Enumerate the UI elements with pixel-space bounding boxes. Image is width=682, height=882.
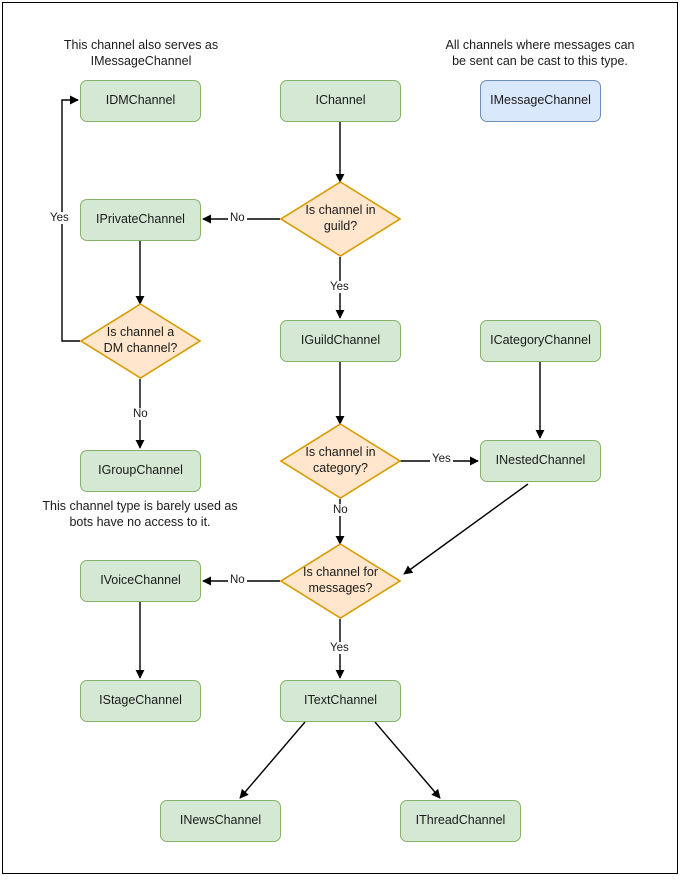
node-iguildchannel[interactable]: IGuildChannel: [280, 320, 401, 362]
decision-label: Is channel a DM channel?: [103, 325, 178, 355]
edge-label-category-yes: Yes: [430, 453, 453, 465]
node-label: IStageChannel: [99, 693, 182, 708]
node-ichannel[interactable]: IChannel: [280, 80, 401, 122]
diamond-shape: [280, 423, 401, 499]
diamond-shape: [80, 303, 201, 379]
node-label: IChannel: [315, 93, 366, 108]
node-label: ICategoryChannel: [490, 333, 591, 348]
note-message-channel: All channels where messages can be sent …: [445, 38, 635, 69]
node-istagechannel[interactable]: IStageChannel: [80, 680, 201, 722]
node-igroupchannel[interactable]: IGroupChannel: [80, 450, 201, 492]
edge-label-guild-no: No: [228, 212, 247, 224]
node-label: INewsChannel: [179, 813, 262, 828]
node-label: IDMChannel: [105, 93, 176, 108]
diamond-shape: [280, 543, 401, 619]
edge-label-dm-yes: Yes: [48, 212, 71, 224]
node-itextchannel[interactable]: ITextChannel: [280, 680, 401, 722]
edge-label-guild-yes: Yes: [328, 281, 351, 293]
decision-is-channel-a-dm-channel[interactable]: Is channel a DM channel?: [80, 303, 201, 379]
node-inestedchannel[interactable]: INestedChannel: [480, 440, 601, 482]
edge-label-messages-yes: Yes: [328, 642, 351, 654]
node-ithreadchannel[interactable]: IThreadChannel: [400, 800, 521, 842]
node-label: IMessageChannel: [490, 93, 591, 108]
edge-label-category-no: No: [331, 504, 350, 516]
node-label: IVoiceChannel: [100, 573, 181, 588]
node-label: IGuildChannel: [300, 333, 381, 348]
edge-itextchannel-to-inewschannel: [239, 721, 306, 799]
decision-label: Is channel for messages?: [302, 565, 379, 595]
edge-label-messages-no: No: [228, 574, 247, 586]
decision-label: Is channel in guild?: [305, 203, 376, 233]
node-imessagechannel[interactable]: IMessageChannel: [480, 80, 601, 122]
node-label: IGroupChannel: [98, 463, 183, 478]
edge-itextchannel-to-ithreadchannel: [374, 721, 441, 799]
node-label: IThreadChannel: [415, 813, 506, 828]
node-inewschannel[interactable]: INewsChannel: [160, 800, 281, 842]
decision-is-channel-in-guild[interactable]: Is channel in guild?: [280, 181, 401, 257]
node-label: IPrivateChannel: [96, 212, 185, 227]
node-idmchannel[interactable]: IDMChannel: [80, 80, 201, 122]
edge-label-dm-no: No: [131, 408, 150, 420]
decision-is-channel-in-category[interactable]: Is channel in category?: [280, 423, 401, 499]
node-label: ITextChannel: [304, 693, 377, 708]
node-iprivatechannel[interactable]: IPrivateChannel: [80, 199, 201, 241]
edge-inestedchannel-to-messages: [403, 483, 529, 575]
note-dm-channel: This channel also serves as IMessageChan…: [63, 38, 219, 69]
decision-is-channel-for-messages[interactable]: Is channel for messages?: [280, 543, 401, 619]
decision-label: Is channel in category?: [305, 445, 376, 475]
node-icategorychannel[interactable]: ICategoryChannel: [480, 320, 601, 362]
note-group-channel: This channel type is barely used as bots…: [42, 499, 238, 530]
node-ivoicechannel[interactable]: IVoiceChannel: [80, 560, 201, 602]
node-label: INestedChannel: [495, 453, 586, 468]
diamond-shape: [280, 181, 401, 257]
